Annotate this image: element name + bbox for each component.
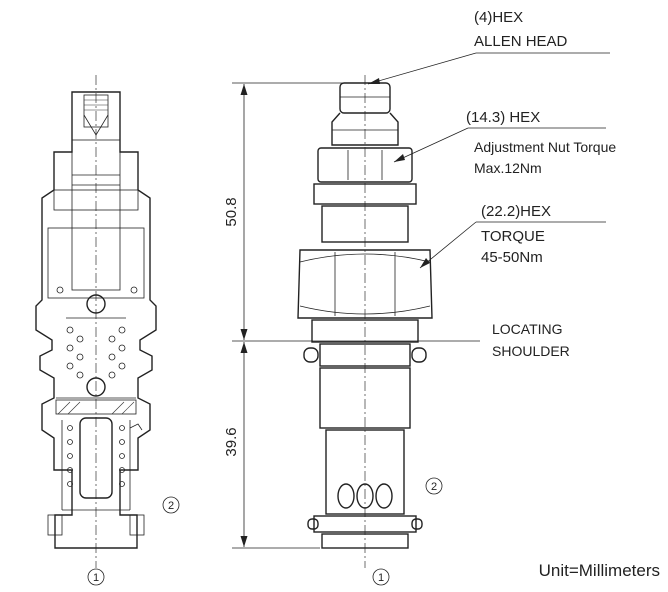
body-hex-label: TORQUE	[481, 228, 545, 245]
port-marker-2-left: 2	[162, 496, 180, 514]
leader-lines	[367, 52, 610, 269]
section-view	[35, 75, 157, 568]
port-marker-2-right: 2	[425, 477, 443, 495]
svg-text:2: 2	[431, 481, 437, 493]
allen-head-label: ALLEN HEAD	[474, 33, 568, 50]
port-marker-1-left: 1	[87, 568, 105, 586]
svg-text:1: 1	[378, 572, 384, 584]
dimension-upper: 50.8	[223, 197, 240, 226]
exterior-view	[297, 75, 433, 568]
units-label: Unit=Millimeters	[539, 561, 660, 580]
svg-text:1: 1	[93, 572, 99, 584]
shoulder-line2: SHOULDER	[492, 343, 570, 359]
shoulder-line1: LOCATING	[492, 321, 563, 337]
body-hex-size: (22.2)HEX	[481, 203, 551, 220]
dimension-lower: 39.6	[223, 427, 240, 456]
body-hex-value: 45-50Nm	[481, 249, 543, 266]
adj-nut-size: (14.3) HEX	[466, 109, 540, 126]
svg-text:2: 2	[168, 500, 174, 512]
allen-head-size: (4)HEX	[474, 9, 523, 26]
adj-nut-value: Max.12Nm	[474, 160, 542, 176]
port-marker-1-right: 1	[372, 568, 390, 586]
adj-nut-label: Adjustment Nut Torque	[474, 139, 616, 155]
dimension-lines	[232, 82, 480, 549]
